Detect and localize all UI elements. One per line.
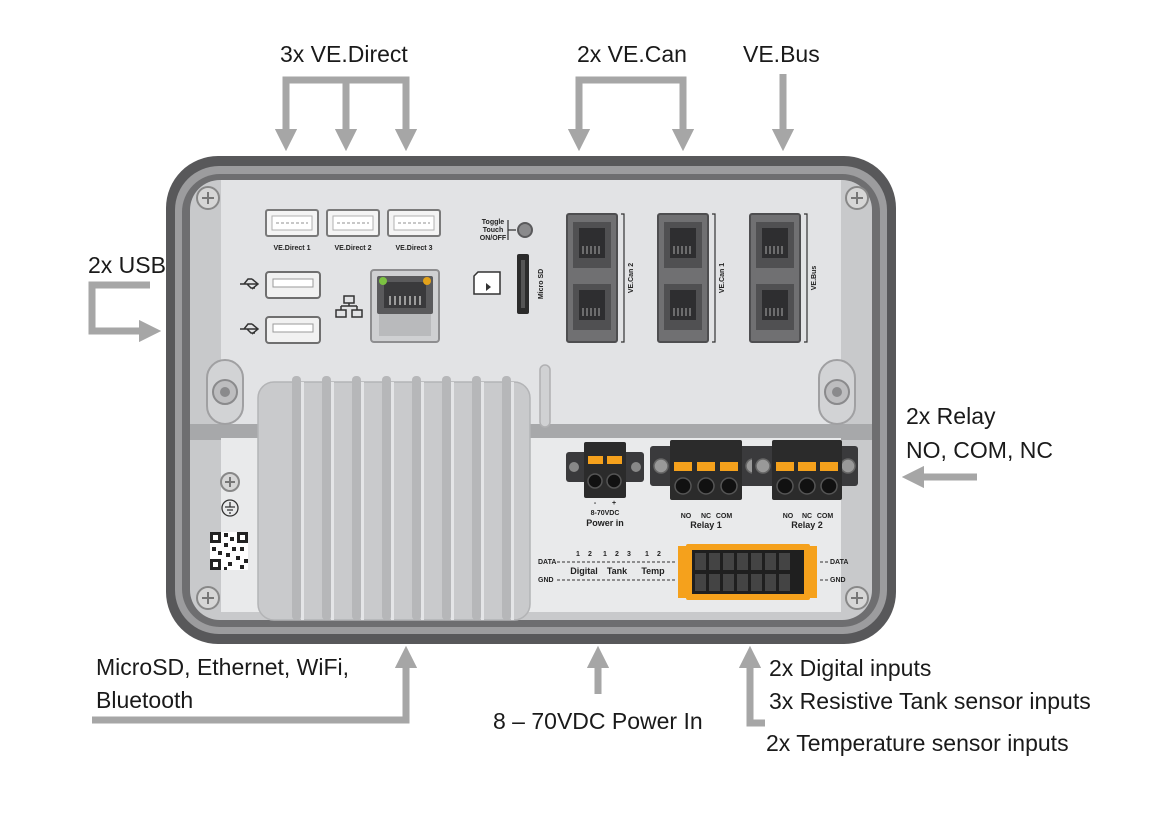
power-minus-label: - xyxy=(594,500,597,507)
network-callout-line-1: MicroSD, Ethernet, WiFi, xyxy=(96,654,350,680)
temp-pin-2: 2 xyxy=(657,551,661,558)
inputs-callout-line-3: 2x Temperature sensor inputs xyxy=(766,730,1069,756)
ethernet-port[interactable] xyxy=(370,269,440,343)
inputs-terminal-block[interactable] xyxy=(678,544,817,600)
ve-can-1-ports[interactable] xyxy=(657,213,709,343)
ve-bus-callout: VE.Bus xyxy=(743,41,820,67)
ve-direct-2-label: VE.Direct 2 xyxy=(335,245,372,252)
ve-direct-port-1[interactable] xyxy=(265,209,319,237)
power-in-callout: 8 – 70VDC Power In xyxy=(493,708,703,734)
ve-direct-callout: 3x VE.Direct xyxy=(280,41,408,67)
power-in-label: Power in xyxy=(586,518,624,528)
network-callout-line-2: Bluetooth xyxy=(96,687,194,713)
cooling-fins xyxy=(257,376,531,621)
usb-port-2[interactable] xyxy=(265,316,321,344)
tank-pin-2: 2 xyxy=(615,551,619,558)
gnd-label-left: GND xyxy=(538,577,554,584)
relay-2-nc-label: NC xyxy=(802,513,812,520)
data-label-right: DATA xyxy=(830,559,848,566)
digital-pin-2: 2 xyxy=(588,551,592,558)
ve-can-2-ports[interactable] xyxy=(566,213,618,343)
power-in-terminal[interactable] xyxy=(566,442,644,498)
relay-callout-line-2: NO, COM, NC xyxy=(906,437,1053,463)
network-icon xyxy=(335,295,363,318)
mounting-lug-left xyxy=(206,359,244,425)
toggle-label-1: Toggle xyxy=(482,219,505,226)
ground-screw-icon xyxy=(220,472,240,492)
relay-2-label: Relay 2 xyxy=(791,520,823,530)
arrow-ve-direct xyxy=(274,76,418,152)
digital-pin-1: 1 xyxy=(576,551,580,558)
usb-icon xyxy=(240,323,260,335)
temp-pin-1: 1 xyxy=(645,551,649,558)
ve-direct-1-label: VE.Direct 1 xyxy=(274,245,311,252)
qr-code-icon xyxy=(210,532,248,570)
arrow-network xyxy=(92,645,418,724)
power-voltage-label: 8-70VDC xyxy=(591,510,620,517)
earth-ground-icon xyxy=(221,499,239,517)
relay-1-terminal[interactable] xyxy=(650,440,764,500)
inputs-callout-line-2: 3x Resistive Tank sensor inputs xyxy=(769,688,1091,714)
screw-icon xyxy=(845,186,869,210)
tank-group-label: Tank xyxy=(607,566,628,576)
usb-port-1[interactable] xyxy=(265,271,321,299)
ve-can-callout: 2x VE.Can xyxy=(577,41,687,67)
inputs-pin-leaders xyxy=(557,561,828,581)
ve-can-1-label: VE.Can 1 xyxy=(719,263,726,293)
arrow-usb xyxy=(88,281,162,343)
relay-1-nc-label: NC xyxy=(701,513,711,520)
relay-1-com-label: COM xyxy=(716,513,733,520)
gnd-label-right: GND xyxy=(830,577,846,584)
usb-icon xyxy=(240,278,260,290)
screw-icon xyxy=(196,186,220,210)
relay-2-terminal[interactable] xyxy=(752,440,858,500)
relay-2-no-label: NO xyxy=(783,513,794,520)
relay-2-com-label: COM xyxy=(817,513,834,520)
usb-callout: 2x USB xyxy=(88,252,166,278)
toggle-label-3: ON/OFF xyxy=(480,235,507,242)
ve-bus-ports[interactable] xyxy=(749,213,801,343)
ve-direct-3-label: VE.Direct 3 xyxy=(396,245,433,252)
micro-sd-slot[interactable] xyxy=(517,254,529,314)
screw-icon xyxy=(845,586,869,610)
tank-pin-1: 1 xyxy=(603,551,607,558)
tank-pin-3: 3 xyxy=(627,551,631,558)
power-plus-label: + xyxy=(612,500,616,507)
arrow-ve-can xyxy=(567,76,695,152)
data-label-left: DATA xyxy=(538,559,556,566)
temp-group-label: Temp xyxy=(641,566,665,576)
micro-sd-label: Micro SD xyxy=(538,269,545,299)
touch-toggle-button[interactable] xyxy=(517,222,533,238)
ve-direct-port-2[interactable] xyxy=(326,209,380,237)
toggle-label-2: Touch xyxy=(483,227,503,234)
ve-direct-port-3[interactable] xyxy=(387,209,441,237)
mounting-lug-right xyxy=(818,359,856,425)
ve-can-2-label: VE.Can 2 xyxy=(628,263,635,293)
digital-group-label: Digital xyxy=(570,566,598,576)
ve-bus-label: VE.Bus xyxy=(811,266,818,291)
micro-sd-card-icon xyxy=(473,271,501,295)
inputs-callout-line-1: 2x Digital inputs xyxy=(769,655,932,681)
relay-1-no-label: NO xyxy=(681,513,692,520)
screw-icon xyxy=(196,586,220,610)
arrow-inputs xyxy=(738,645,765,727)
relay-callout-line-1: 2x Relay xyxy=(906,403,996,429)
relay-1-label: Relay 1 xyxy=(690,520,722,530)
